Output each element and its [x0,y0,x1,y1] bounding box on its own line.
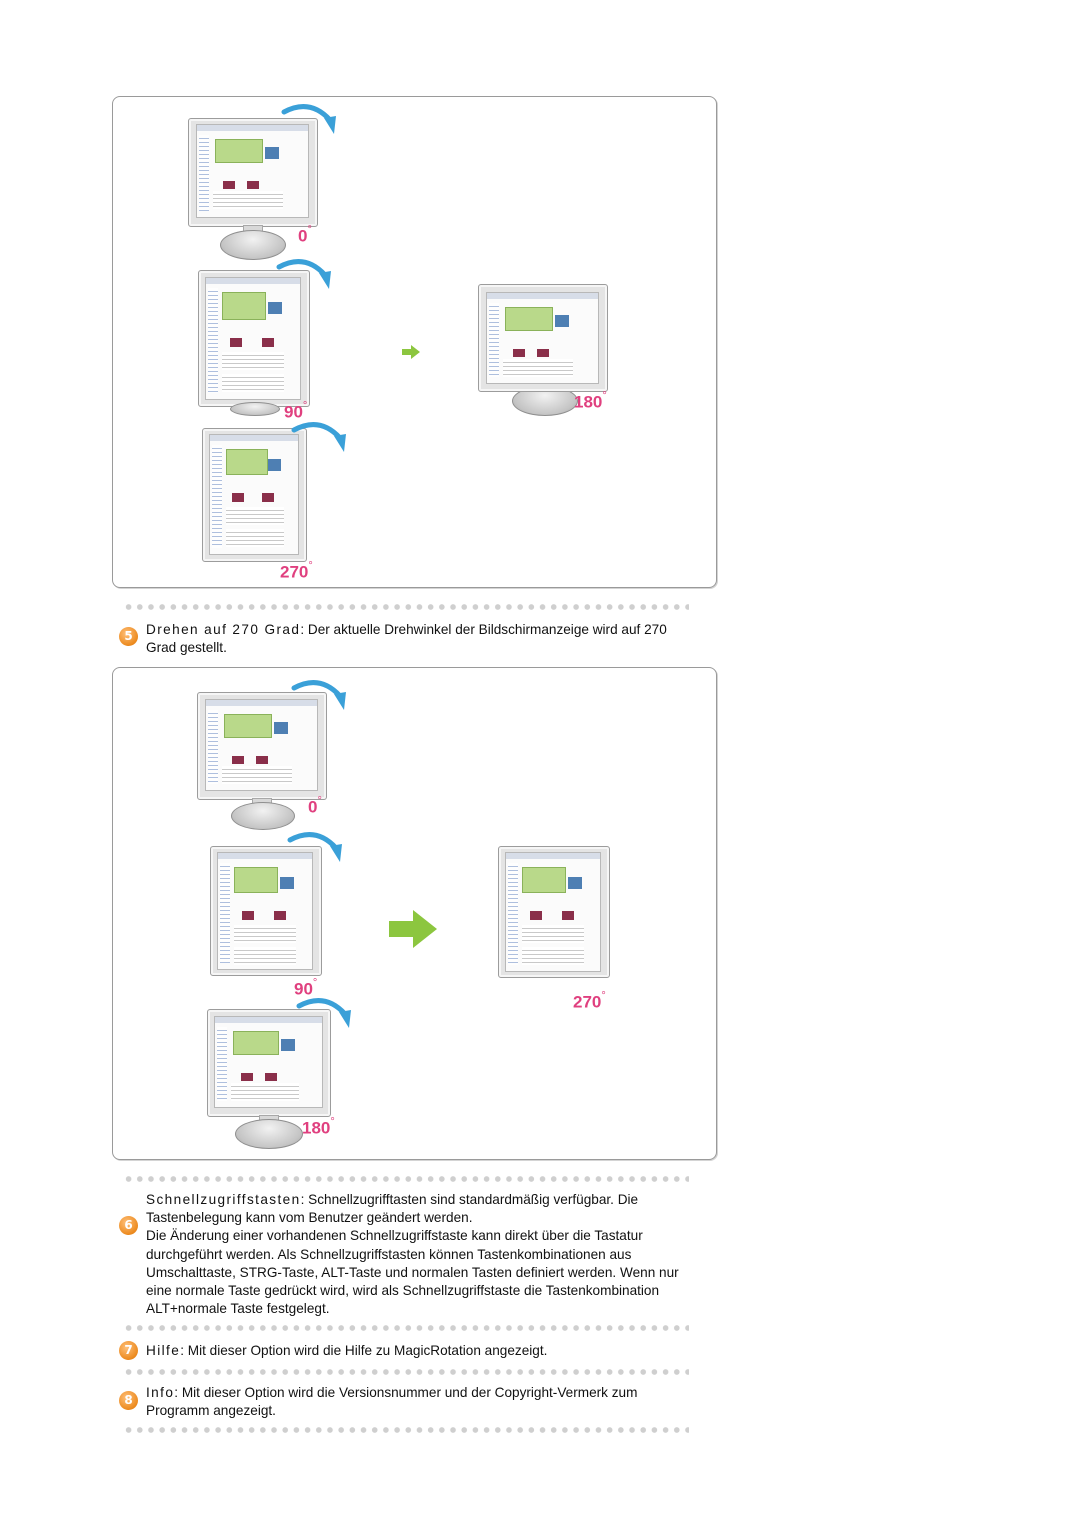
item-help: Hilfe: Mit dieser Option wird die Hilfe … [146,1342,691,1360]
item-term: Hilfe [146,1343,181,1358]
number-badge-7: 7 [119,1341,138,1360]
monitor-90-degrees [210,846,322,981]
monitor-180-degrees [207,1009,332,1149]
item-shortcut-keys: Schnellzugriffstasten: Schnellzugrifftas… [146,1191,691,1318]
angle-label-270: 270° [573,990,606,1012]
number-badge-6: 6 [119,1216,138,1235]
arrow-right-icon [389,910,437,948]
item-paragraph: Die Änderung einer vorhandenen Schnellzu… [146,1228,679,1317]
angle-label-180: 180° [574,390,607,412]
number-badge-5: 5 [119,627,138,646]
rotate-arrow-icon [287,832,342,862]
dotted-separator [123,1324,689,1332]
monitor-0-degrees [197,692,327,834]
rotate-arrow-icon [276,259,331,289]
angle-label-90: 90° [294,977,318,999]
monitor-90-degrees [198,270,310,416]
angle-label-270: 270° [280,560,313,582]
item-term: Schnellzugriffstasten [146,1192,301,1207]
angle-label-90: 90° [284,400,308,422]
item-text: : Schnellzugrifftasten sind standardmäßi… [146,1192,639,1226]
item-text: : Mit dieser Option wird die Versionsnum… [146,1385,638,1419]
dotted-separator [123,1175,689,1183]
item-info: Info: Mit dieser Option wird die Version… [146,1384,691,1420]
angle-label-0: 0° [308,795,322,817]
dotted-separator [123,603,689,611]
number-badge-8: 8 [119,1391,138,1410]
dotted-separator [123,1368,689,1376]
item-text: : Der aktuelle Drehwinkel der Bildschirm… [146,622,667,656]
angle-label-180: 180° [302,1116,335,1138]
monitor-result-270-degrees [498,846,610,981]
rotate-arrow-icon [296,998,351,1028]
item-text: : Mit dieser Option wird die Hilfe zu Ma… [180,1343,548,1358]
monitor-0-degrees [188,118,318,263]
monitor-270-degrees [202,428,307,568]
item-paragraph: Schnellzugriffstasten: Schnellzugrifftas… [146,1191,691,1227]
rotate-arrow-icon [281,104,336,134]
dotted-separator [123,1426,689,1434]
rotate-arrow-icon [291,680,346,710]
arrow-right-icon [402,345,420,359]
item-term: Info [146,1385,175,1400]
item-term: Drehen auf 270 Grad [146,622,301,637]
angle-label-0: 0° [298,224,312,246]
monitor-result-180-degrees [478,284,608,419]
rotate-arrow-icon [291,422,346,452]
item-rotate-270: Drehen auf 270 Grad: Der aktuelle Drehwi… [146,621,691,657]
